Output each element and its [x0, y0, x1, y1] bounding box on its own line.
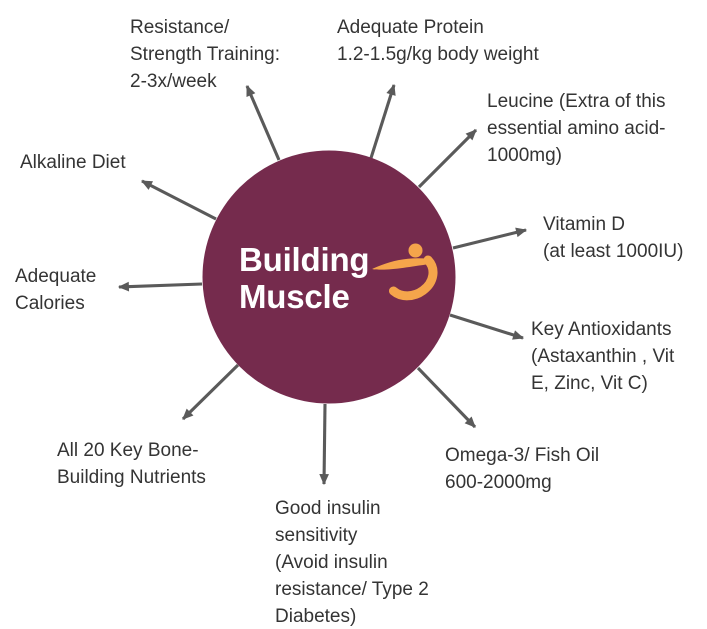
arrow-key-antioxidants	[449, 313, 525, 340]
person-head	[408, 243, 423, 258]
arrow-insulin-sensitivity	[319, 403, 329, 486]
node-resistance-training: Resistance/ Strength Training: 2-3x/week	[130, 17, 280, 92]
node-alkaline-diet: Alkaline Diet	[20, 152, 126, 173]
node-bone-building-nutrients: All 20 Key Bone- Building Nutrients	[57, 440, 206, 488]
arrow-adequate-calories	[117, 281, 203, 292]
hub-title: Building Muscle	[239, 241, 370, 315]
arrow-bone-nutrients	[181, 363, 240, 421]
arrow-alkaline-diet	[141, 179, 217, 221]
arrow-omega-3-fish-oil	[416, 366, 477, 429]
node-key-antioxidants: Key Antioxidants (Astaxanthin , Vit E, Z…	[531, 319, 675, 394]
node-adequate-protein: Adequate Protein 1.2-1.5g/kg body weight	[337, 17, 539, 65]
arrow-vitamin-d	[452, 227, 528, 250]
arrow-resistance-training	[245, 84, 281, 161]
person-body	[389, 255, 438, 301]
arrow-leucine	[417, 128, 478, 189]
active-person-icon	[372, 243, 438, 301]
node-vitamin-d: Vitamin D (at least 1000IU)	[543, 214, 684, 262]
hub-circle	[202, 150, 456, 404]
node-insulin-sensitivity: Good insulin sensitivity (Avoid insulin …	[275, 498, 429, 627]
node-adequate-calories: Adequate Calories	[15, 266, 97, 314]
node-omega-3-fish-oil: Omega-3/ Fish Oil 600-2000mg	[445, 445, 600, 493]
person-arm	[372, 258, 432, 270]
arrow-adequate-protein	[369, 83, 396, 159]
node-leucine: Leucine (Extra of this essential amino a…	[487, 91, 666, 166]
